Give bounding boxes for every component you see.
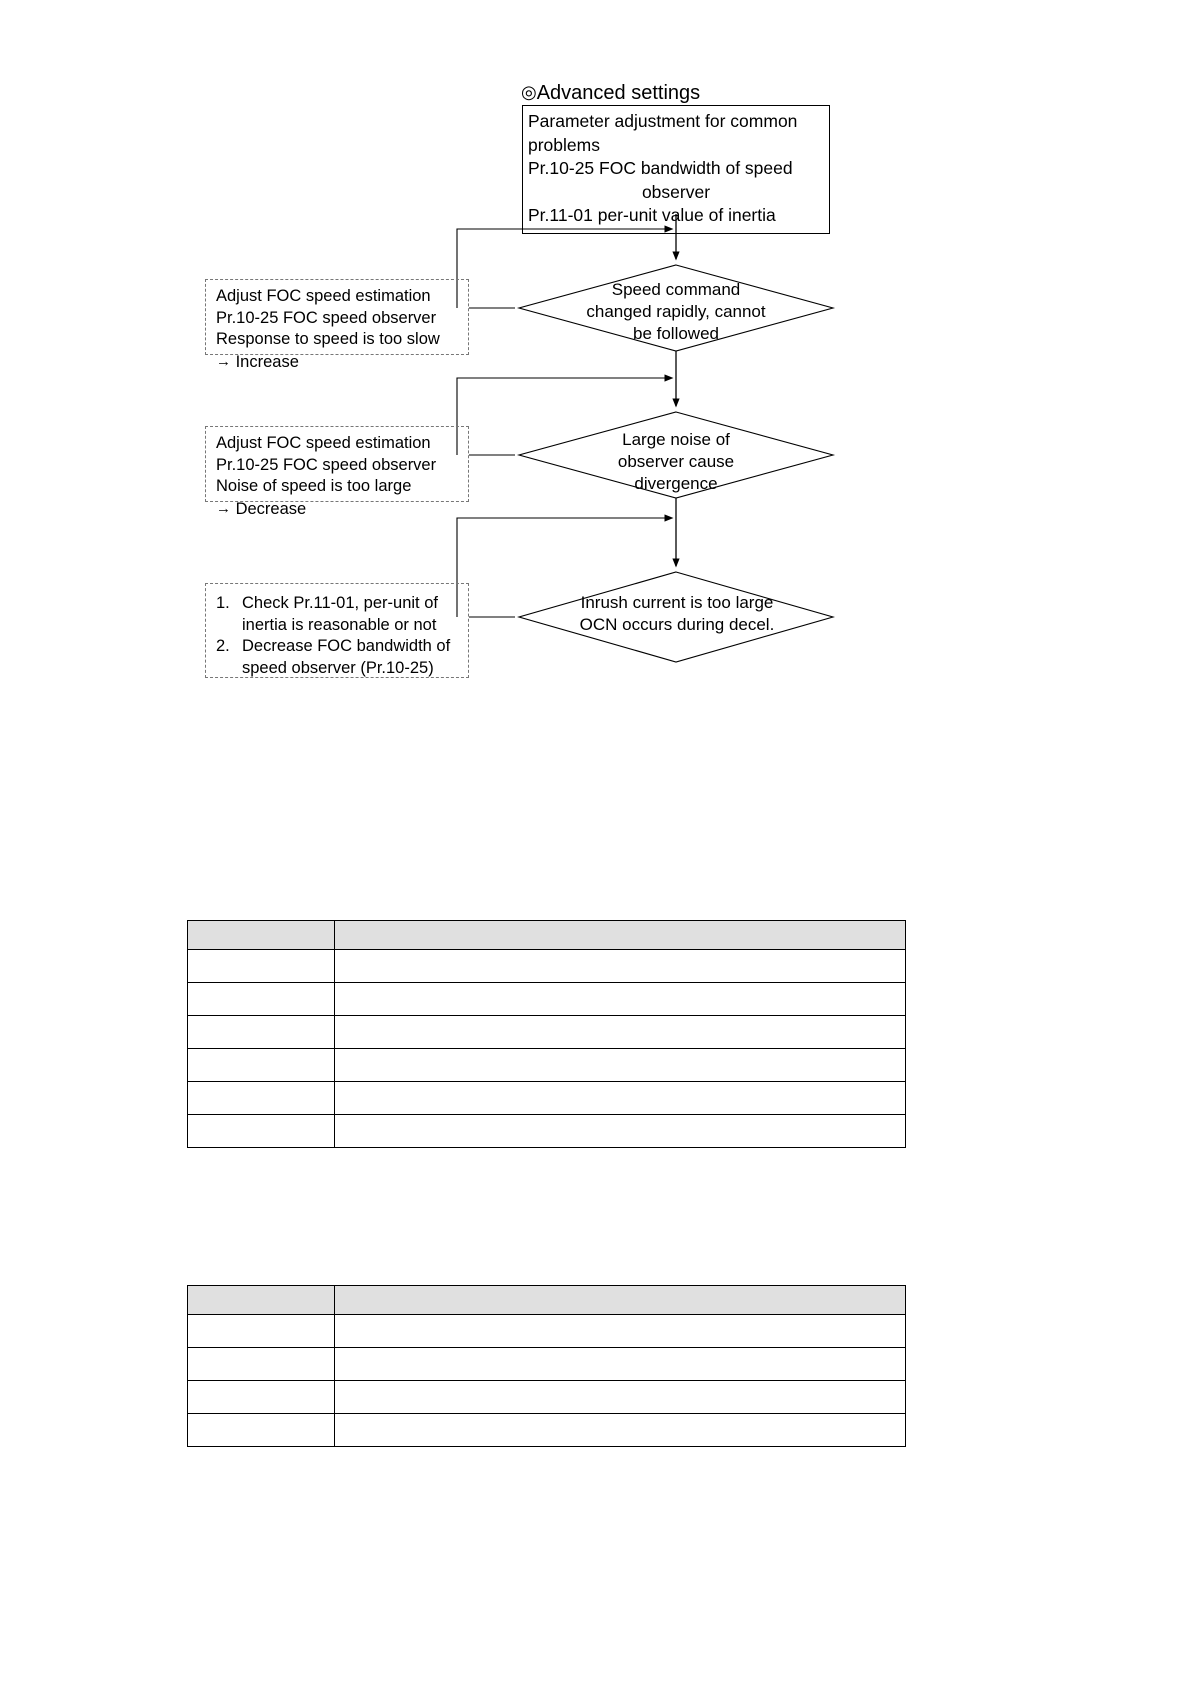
table-row	[187, 949, 906, 983]
action-1-line-1: Adjust FOC speed estimation	[216, 287, 431, 305]
decision-1-line-3: be followed	[632, 324, 719, 343]
top-box-line-5: Pr.11-01 per-unit value of inertia	[528, 205, 776, 225]
right-arrow-icon: →	[216, 352, 231, 370]
decision-label-speed-command: Speed command changed rapidly, cannot be…	[520, 279, 832, 345]
action-3-item-1-line-1: Check Pr.11-01, per-unit of	[242, 594, 438, 612]
table-1-r5-c0	[187, 1114, 335, 1148]
decision-2-line-1: Large noise of	[622, 430, 730, 449]
decision-3-line-1: Inrush current is too large	[580, 593, 774, 612]
action-3-item-1-number: 1.	[216, 594, 230, 612]
table-row	[187, 1048, 906, 1082]
table-2-r3-c1	[334, 1413, 906, 1447]
action-3-item-2-line-2: speed observer (Pr.10-25)	[242, 658, 434, 677]
right-arrow-icon: →	[216, 499, 231, 517]
table-1-header-cell-2	[334, 920, 906, 950]
table-2-r0-c1	[334, 1314, 906, 1348]
action-3-list: 1. Check Pr.11-01, per-unit of inertia i…	[216, 593, 460, 679]
decision-3-line-2: OCN occurs during decel.	[579, 615, 775, 634]
action-1-line-3: Response to speed is too slow	[216, 330, 440, 348]
data-table-1	[187, 920, 906, 1148]
advanced-settings-heading: ◎Advanced settings	[521, 80, 700, 105]
decision-diamond-inrush-current	[517, 571, 835, 663]
table-row	[187, 1314, 906, 1348]
action-box-check-inertia: 1. Check Pr.11-01, per-unit of inertia i…	[205, 583, 469, 678]
decision-2-line-3: divergence	[634, 474, 718, 493]
table-1-r3-c0	[187, 1048, 335, 1082]
decision-label-inrush-current: Inrush current is too large OCN occurs d…	[512, 592, 842, 636]
table-row	[187, 1015, 906, 1049]
action-1-result-label: Increase	[235, 352, 299, 371]
table-2-r1-c1	[334, 1347, 906, 1381]
action-3-item-1-line-2: inertia is reasonable or not	[242, 615, 437, 634]
table-1-r0-c0	[187, 949, 335, 983]
table-header-row	[187, 1285, 906, 1315]
table-2-r2-c1	[334, 1380, 906, 1414]
table-1-r2-c1	[334, 1015, 906, 1049]
decision-1-line-1: Speed command	[611, 280, 741, 299]
top-box-line-3: Pr.10-25 FOC bandwidth of speed	[528, 158, 793, 178]
table-1-r4-c1	[334, 1081, 906, 1115]
table-header-row	[187, 920, 906, 950]
table-1-r4-c0	[187, 1081, 335, 1115]
action-box-increase-bandwidth: Adjust FOC speed estimation Pr.10-25 FOC…	[205, 279, 469, 371]
table-2-r3-c0	[187, 1413, 335, 1447]
decision-1-line-2: changed rapidly, cannot	[586, 302, 766, 321]
table-2-header-cell-1	[187, 1285, 335, 1315]
action-3-item-2-number: 2.	[216, 637, 230, 655]
list-item: 2. Decrease FOC bandwidth of speed obser…	[216, 636, 460, 679]
ring-bullet-icon: ◎	[521, 82, 537, 102]
action-1-line-2: Pr.10-25 FOC speed observer	[216, 308, 437, 327]
table-row	[187, 1347, 906, 1381]
action-3-item-2-line-1: Decrease FOC bandwidth of	[242, 637, 451, 655]
flowchart-diagram: ◎Advanced settings Parameter adjustment …	[0, 0, 1191, 760]
table-row	[187, 982, 906, 1016]
table-2-r2-c0	[187, 1380, 335, 1414]
top-box-line-4: observer	[641, 181, 711, 202]
table-1-r1-c1	[334, 982, 906, 1016]
table-row	[187, 1081, 906, 1115]
table-1-r3-c1	[334, 1048, 906, 1082]
top-box-line-1: Parameter adjustment for common	[528, 111, 798, 131]
action-2-line-2: Pr.10-25 FOC speed observer	[216, 455, 437, 474]
advanced-settings-label: Advanced settings	[536, 82, 701, 104]
action-box-decrease-bandwidth: Adjust FOC speed estimation Pr.10-25 FOC…	[205, 426, 469, 518]
table-row	[187, 1114, 906, 1148]
action-2-line-3: Noise of speed is too large	[216, 477, 412, 495]
top-box-line-2: problems	[528, 134, 600, 155]
table-1-header-cell-1	[187, 920, 335, 950]
decision-2-line-2: observer cause	[617, 452, 735, 471]
table-row	[187, 1413, 906, 1447]
action-2-result: → Decrease	[216, 498, 460, 521]
table-1-r0-c1	[334, 949, 906, 983]
table-2-r0-c0	[187, 1314, 335, 1348]
flowchart-connectors	[456, 214, 836, 663]
table-2-r1-c0	[187, 1347, 335, 1381]
action-1-result: → Increase	[216, 351, 460, 374]
action-2-line-1: Adjust FOC speed estimation	[216, 434, 431, 452]
table-2-header-cell-2	[334, 1285, 906, 1315]
parameter-adjustment-box: Parameter adjustment for common problems…	[522, 105, 830, 234]
decision-label-observer-noise: Large noise of observer cause divergence	[520, 429, 832, 495]
data-table-2	[187, 1285, 906, 1447]
table-1-r5-c1	[334, 1114, 906, 1148]
action-2-result-label: Decrease	[235, 499, 307, 518]
list-item: 1. Check Pr.11-01, per-unit of inertia i…	[216, 593, 460, 636]
table-1-r1-c0	[187, 982, 335, 1016]
table-row	[187, 1380, 906, 1414]
table-1-r2-c0	[187, 1015, 335, 1049]
